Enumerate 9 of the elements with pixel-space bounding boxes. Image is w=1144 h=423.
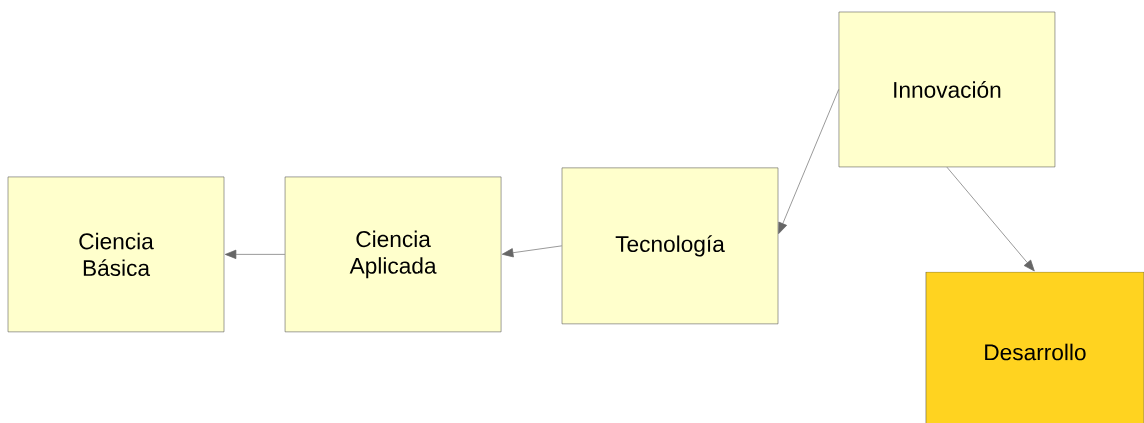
process-box: Tecnología [561,167,779,325]
arrow [778,89,839,234]
process-box: Ciencia Básica [7,176,225,333]
process-box: Ciencia Aplicada [284,176,502,333]
arrow [501,245,563,258]
arrow [224,249,286,259]
arrow [946,166,1035,272]
process-box: Innovación [838,11,1056,168]
process-box: Desarrollo [925,271,1144,423]
